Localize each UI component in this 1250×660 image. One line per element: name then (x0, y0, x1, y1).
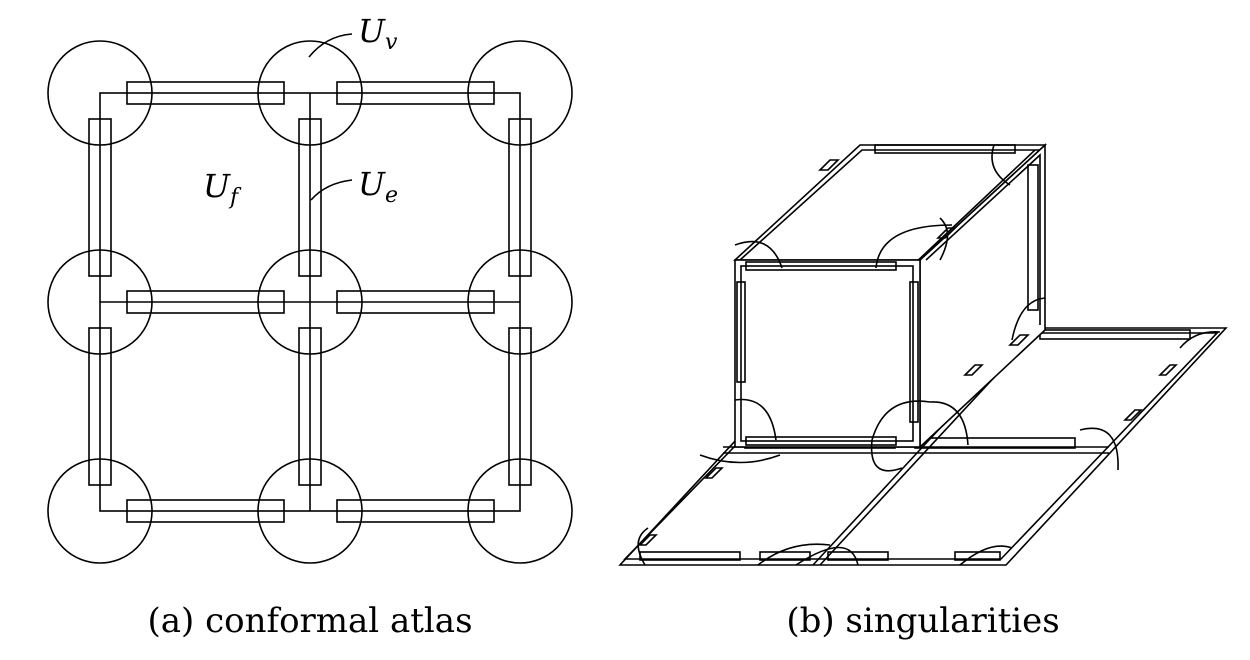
edge-charts (88, 81, 532, 523)
edge-chart (88, 327, 112, 486)
edge-chart (298, 118, 322, 277)
edge-chart (336, 499, 495, 523)
panel-singularities: (b) singularities (618, 143, 1228, 641)
vertex-chart (257, 249, 363, 355)
edge-label-leader (310, 179, 353, 201)
edge-chart (508, 327, 532, 486)
atlas-grid (99, 92, 521, 512)
cube (732, 143, 1048, 472)
panel-b-caption: (b) singularities (786, 601, 1059, 641)
vertex-chart (47, 249, 153, 355)
vertex-chart (467, 40, 573, 146)
vertex-chart (47, 458, 153, 564)
vertex-chart (257, 458, 363, 564)
panel-a-caption: (a) conformal atlas (147, 601, 472, 641)
edge-chart-label: Ue (358, 165, 398, 208)
edge-chart (508, 118, 532, 277)
edge-chart (336, 81, 495, 105)
vertex-label-leader (308, 33, 353, 58)
edge-chart (126, 81, 285, 105)
panel-conformal-atlas: Uv Uf Ue (a) conformal atlas (47, 12, 573, 641)
vertex-chart-label: Uv (358, 12, 398, 55)
edge-chart (298, 327, 322, 486)
edge-chart (336, 290, 495, 314)
edge-chart (88, 118, 112, 277)
vertex-chart (467, 249, 573, 355)
vertex-chart (47, 40, 153, 146)
face-chart-label: Uf (203, 167, 242, 210)
edge-chart (126, 499, 285, 523)
edge-chart (126, 290, 285, 314)
vertex-chart (257, 40, 363, 146)
vertex-charts (47, 40, 573, 564)
vertex-chart (467, 458, 573, 564)
